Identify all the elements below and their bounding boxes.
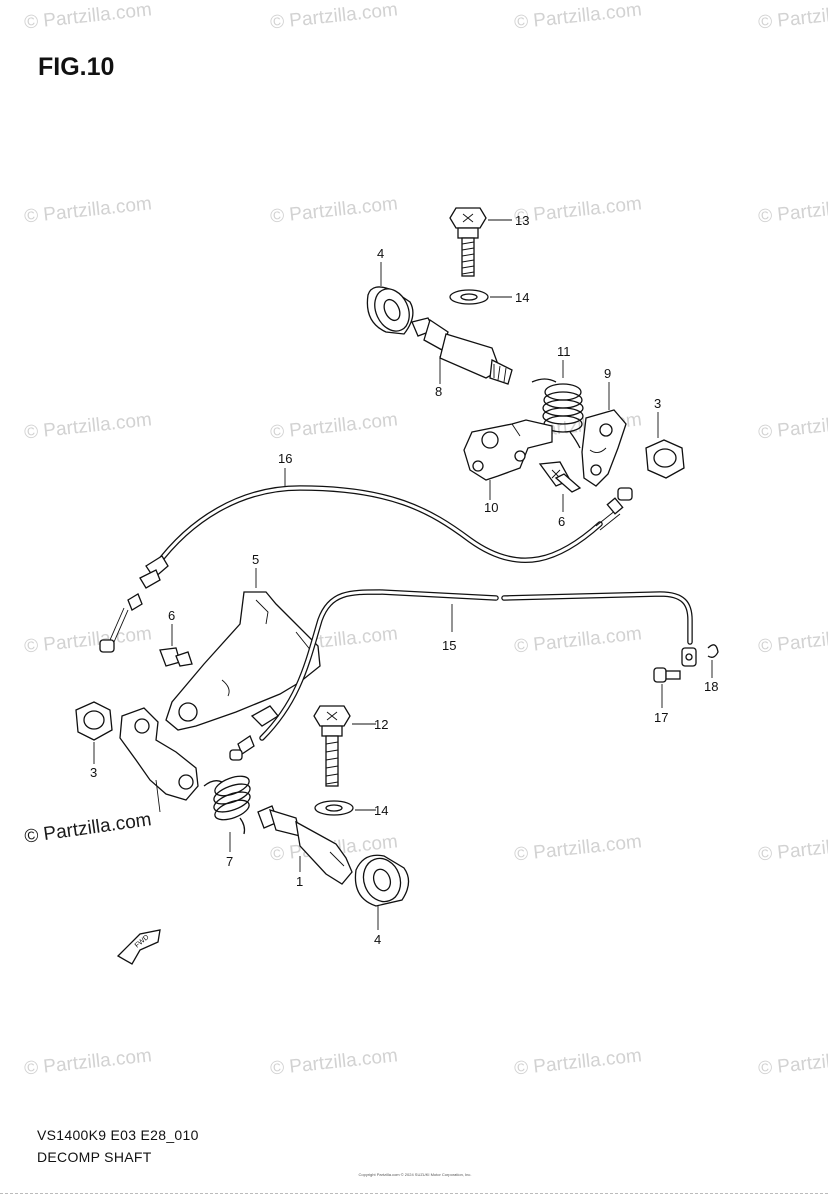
- callout-3: 3: [654, 396, 661, 411]
- callout-15: 15: [442, 638, 456, 653]
- callout-18: 18: [704, 679, 718, 694]
- callout-4: 4: [377, 246, 384, 261]
- callout-8: 8: [435, 384, 442, 399]
- callout-11: 11: [557, 344, 571, 359]
- callout-9: 9: [604, 366, 611, 381]
- callout-7: 7: [226, 854, 233, 869]
- part-3-nut-upper[interactable]: [645, 439, 685, 479]
- part-1-shaft[interactable]: [257, 805, 353, 885]
- part-18-clip[interactable]: [707, 644, 719, 658]
- callout-14: 14: [515, 290, 529, 305]
- callout-12: 12: [374, 717, 388, 732]
- figure-title: FIG.10: [38, 53, 115, 81]
- part-15-cable[interactable]: [229, 589, 697, 761]
- page-bottom-border: [0, 1193, 828, 1194]
- part-3-nut-lower[interactable]: [75, 701, 113, 741]
- callout-1: 1: [296, 874, 303, 889]
- part-5-bracket[interactable]: [165, 591, 321, 731]
- figure-name: DECOMP SHAFT: [37, 1149, 152, 1165]
- part-4-bearing-upper[interactable]: [366, 283, 415, 336]
- figure-code: VS1400K9 E03 E28_010: [37, 1127, 199, 1143]
- part-4-bearing-lower[interactable]: [354, 853, 410, 907]
- callout-17: 17: [654, 710, 668, 725]
- part-10-arm[interactable]: [463, 419, 553, 481]
- callout-16: 16: [278, 451, 292, 466]
- fwd-arrow-icon: FWD: [116, 929, 161, 965]
- part-8-shaft[interactable]: [411, 317, 513, 385]
- part-11-spring[interactable]: [531, 378, 584, 449]
- part-7-spring[interactable]: [203, 772, 253, 835]
- part-13-bolt[interactable]: [449, 207, 487, 277]
- part-9-plate[interactable]: [581, 409, 627, 487]
- callout-3-lower: 3: [90, 765, 97, 780]
- callout-4-lower: 4: [374, 932, 381, 947]
- lower-arm[interactable]: [119, 707, 199, 813]
- callout-6: 6: [558, 514, 565, 529]
- part-14-washer[interactable]: [449, 289, 489, 305]
- part-6-screw-upper[interactable]: [538, 461, 582, 493]
- part-14-washer-lower[interactable]: [314, 800, 354, 816]
- part-16-cable[interactable]: [99, 485, 633, 653]
- part-6-screw-lower[interactable]: [159, 647, 193, 667]
- callout-13: 13: [515, 213, 529, 228]
- part-17-bolt[interactable]: [653, 667, 681, 683]
- callout-14-lower: 14: [374, 803, 388, 818]
- callout-10: 10: [484, 500, 498, 515]
- copyright-notice: Copyright Partzilla.com © 2024 SUZUKI Mo…: [358, 1172, 472, 1177]
- callout-6-lower: 6: [168, 608, 175, 623]
- part-12-bolt[interactable]: [313, 705, 351, 787]
- callout-5: 5: [252, 552, 259, 567]
